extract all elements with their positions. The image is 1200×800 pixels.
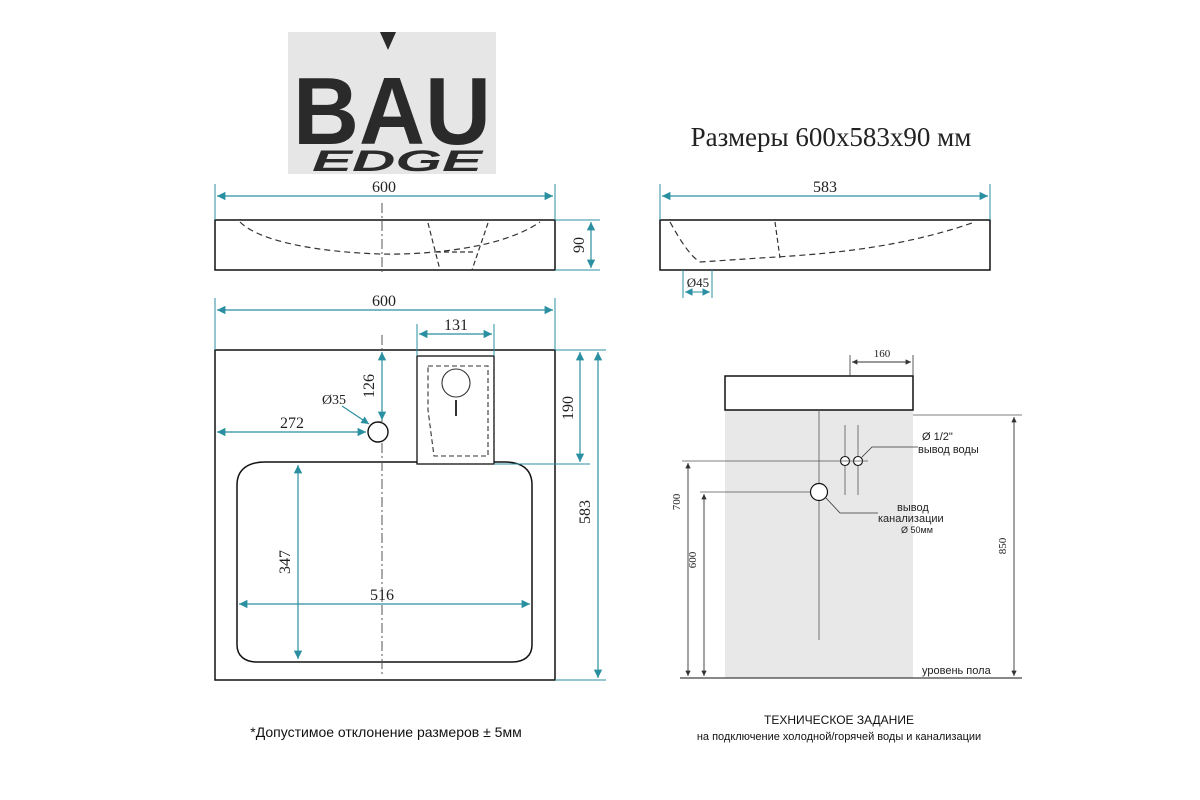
water-leader (861, 446, 918, 458)
tolerance-footnote: *Допустимое отклонение размеров ± 5мм (250, 724, 521, 740)
top-view: 600 131 126 Ø35 272 190 583 347 516 (214, 293, 606, 681)
front-view-width-label: 600 (372, 179, 396, 196)
side-view-bowl-profile (669, 221, 976, 263)
overflow-hole (367, 421, 389, 443)
sewer-label-line-1: вывод (897, 502, 929, 514)
top-view-width-label: 600 (372, 293, 396, 310)
front-view-drain-profile (427, 222, 489, 271)
offset-label: 160 (874, 348, 891, 360)
side-view-drain-label: Ø45 (687, 275, 709, 290)
water-label-line-1: Ø 1/2" (922, 431, 953, 443)
page-title: Размеры 600х583х90 мм (691, 122, 972, 152)
side-view-depth-label: 583 (813, 179, 837, 196)
spec-subtitle: на подключение холодной/горячей воды и к… (697, 731, 981, 743)
front-view-bowl-profile (239, 221, 541, 255)
basin-side-block (724, 375, 914, 411)
side-view-outline (659, 219, 991, 271)
height-850-label: 850 (997, 537, 1009, 554)
side-view: 583 Ø45 (659, 179, 991, 298)
bowl-depth-label: 347 (277, 550, 294, 574)
spec-title: ТЕХНИЧЕСКОЕ ЗАДАНИЕ (764, 713, 914, 727)
front-view: 600 90 (214, 179, 600, 275)
top-view-bowl-outline (236, 461, 533, 663)
logo-line-2: EDGE (312, 145, 484, 178)
mixer-width-label: 131 (444, 317, 468, 334)
total-depth-label: 583 (577, 500, 594, 524)
height-700-label: 700 (671, 493, 683, 510)
front-view-outline (214, 219, 556, 271)
hole-offset-y-label: 126 (361, 374, 378, 398)
hole-diameter-label: Ø35 (322, 393, 346, 408)
logo-line-1: BAU (293, 58, 491, 165)
brand-logo: BAU EDGE (288, 32, 496, 178)
sewer-label-line-3: Ø 50мм (901, 525, 933, 535)
bowl-width-label: 516 (370, 587, 394, 604)
sewer-leader (825, 497, 878, 514)
logo-accent-mark (380, 32, 396, 50)
front-view-height-label: 90 (571, 237, 588, 253)
logo-background (288, 32, 496, 174)
water-label-line-2: вывод воды (918, 444, 979, 456)
installation-diagram: 160 Ø 1/2" вывод воды вывод канализации … (671, 348, 1022, 679)
sewer-label-line-2: канализации (878, 513, 944, 525)
hole-diameter-leader (341, 405, 370, 425)
mixer-handle (441, 368, 471, 398)
height-600-label: 600 (687, 551, 699, 568)
hole-offset-x-label: 272 (280, 415, 304, 432)
side-view-wall-profile (774, 221, 781, 259)
sewer-outlet (809, 482, 829, 502)
mixer-depth-label: 190 (560, 396, 577, 420)
floor-level-label: уровень пола (922, 665, 992, 677)
mixer-body (427, 365, 489, 457)
